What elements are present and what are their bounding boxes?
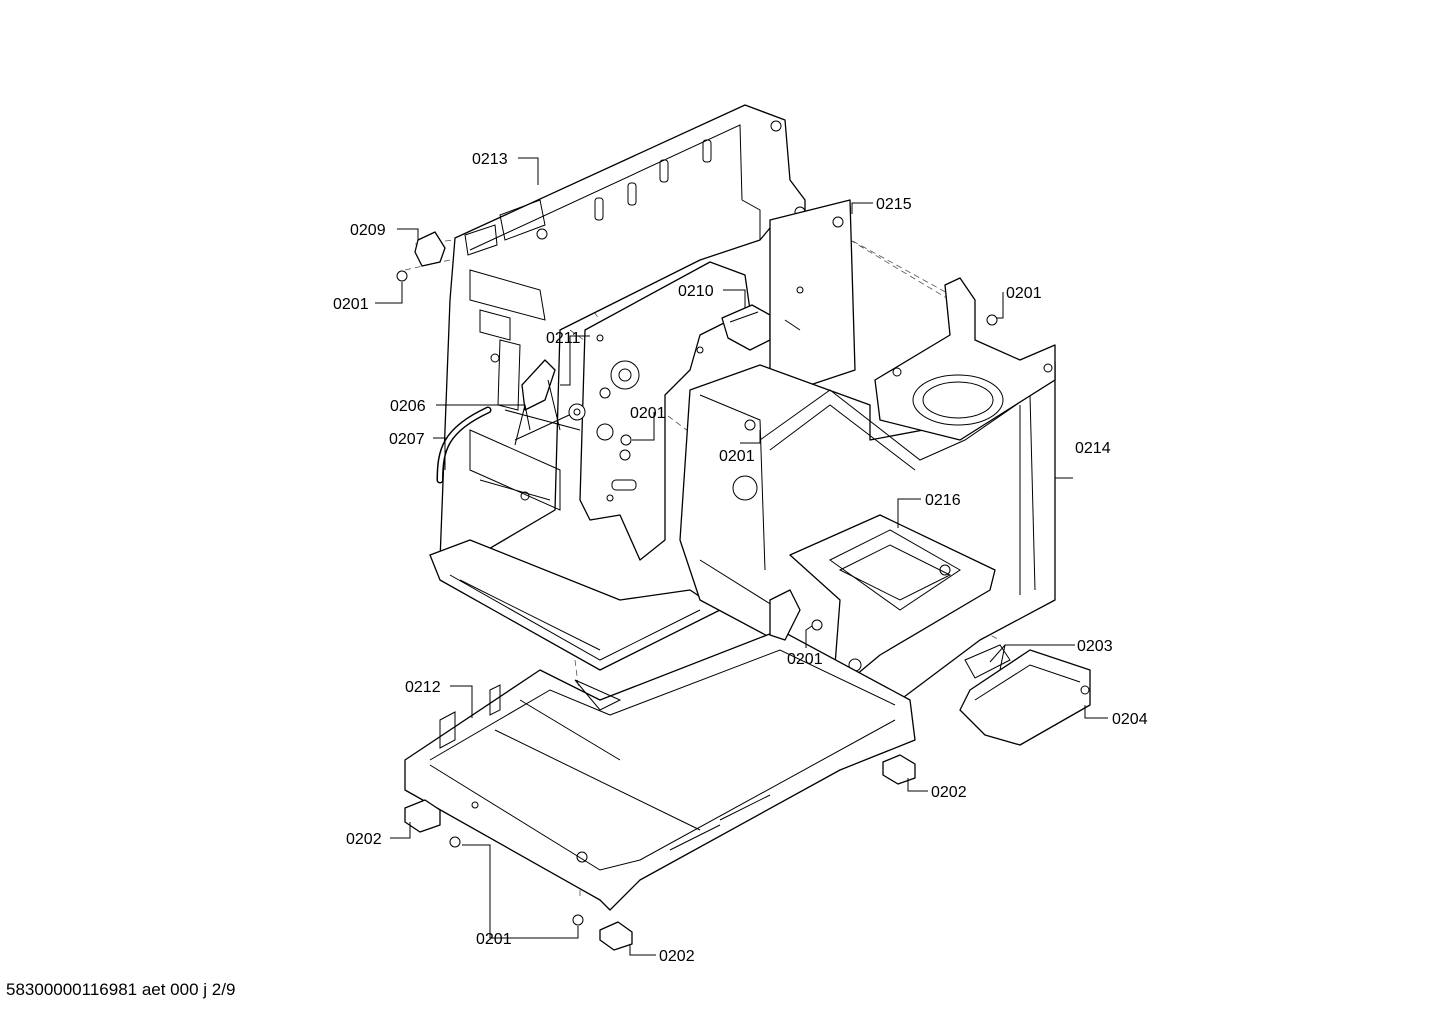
leader-lines bbox=[375, 157, 1108, 956]
callout-0201: 0201 bbox=[787, 651, 823, 668]
screw-icon bbox=[986, 314, 998, 326]
bracket-small-part bbox=[769, 589, 801, 641]
control-plate-part bbox=[579, 261, 751, 561]
callout-0211: 0211 bbox=[546, 330, 581, 347]
screw-icon bbox=[449, 836, 461, 848]
foot-parts bbox=[404, 754, 916, 951]
callout-0202: 0202 bbox=[931, 784, 967, 801]
foot-left bbox=[404, 799, 441, 833]
callout-0204: 0204 bbox=[1112, 711, 1148, 728]
bottom-frame-0212-part bbox=[404, 629, 916, 911]
callout-0206: 0206 bbox=[390, 398, 426, 415]
screw-parts bbox=[396, 231, 998, 926]
hose-part bbox=[436, 406, 492, 484]
callout-0202: 0202 bbox=[346, 831, 382, 848]
screw-icon bbox=[811, 619, 823, 631]
callout-0215: 0215 bbox=[876, 196, 912, 213]
knob-part-0209 bbox=[414, 231, 446, 267]
callout-0203: 0203 bbox=[1077, 638, 1113, 655]
callout-0207: 0207 bbox=[389, 431, 425, 448]
callout-0201: 0201 bbox=[333, 296, 369, 313]
clip-parts bbox=[959, 644, 1091, 746]
callout-0212: 0212 bbox=[405, 679, 441, 696]
screw-icon bbox=[744, 419, 756, 431]
callout-0213: 0213 bbox=[472, 151, 508, 168]
callout-0201: 0201 bbox=[719, 448, 755, 465]
foot-right bbox=[882, 754, 916, 785]
callout-0216: 0216 bbox=[925, 492, 961, 509]
bottom-tray-part bbox=[429, 539, 721, 671]
screw-icon bbox=[396, 270, 408, 282]
screw-icon bbox=[620, 434, 632, 446]
screw-icon bbox=[572, 914, 584, 926]
side-panel-0215-part bbox=[769, 199, 856, 396]
callout-0201: 0201 bbox=[630, 405, 666, 422]
callout-0201: 0201 bbox=[1006, 285, 1042, 302]
callout-0201: 0201 bbox=[476, 931, 512, 948]
callout-0214: 0214 bbox=[1075, 440, 1111, 457]
callout-0202: 0202 bbox=[659, 948, 695, 965]
tank-holder-part bbox=[874, 277, 1056, 441]
callout-labels: 0213 0209 0201 0215 0210 0201 0211 0206 … bbox=[333, 151, 1148, 965]
foot-bottom bbox=[599, 921, 633, 951]
document-footer-code: 58300000116981 aet 000 j 2/9 bbox=[6, 980, 236, 999]
callout-0209: 0209 bbox=[350, 222, 386, 239]
callout-0210: 0210 bbox=[678, 283, 714, 300]
